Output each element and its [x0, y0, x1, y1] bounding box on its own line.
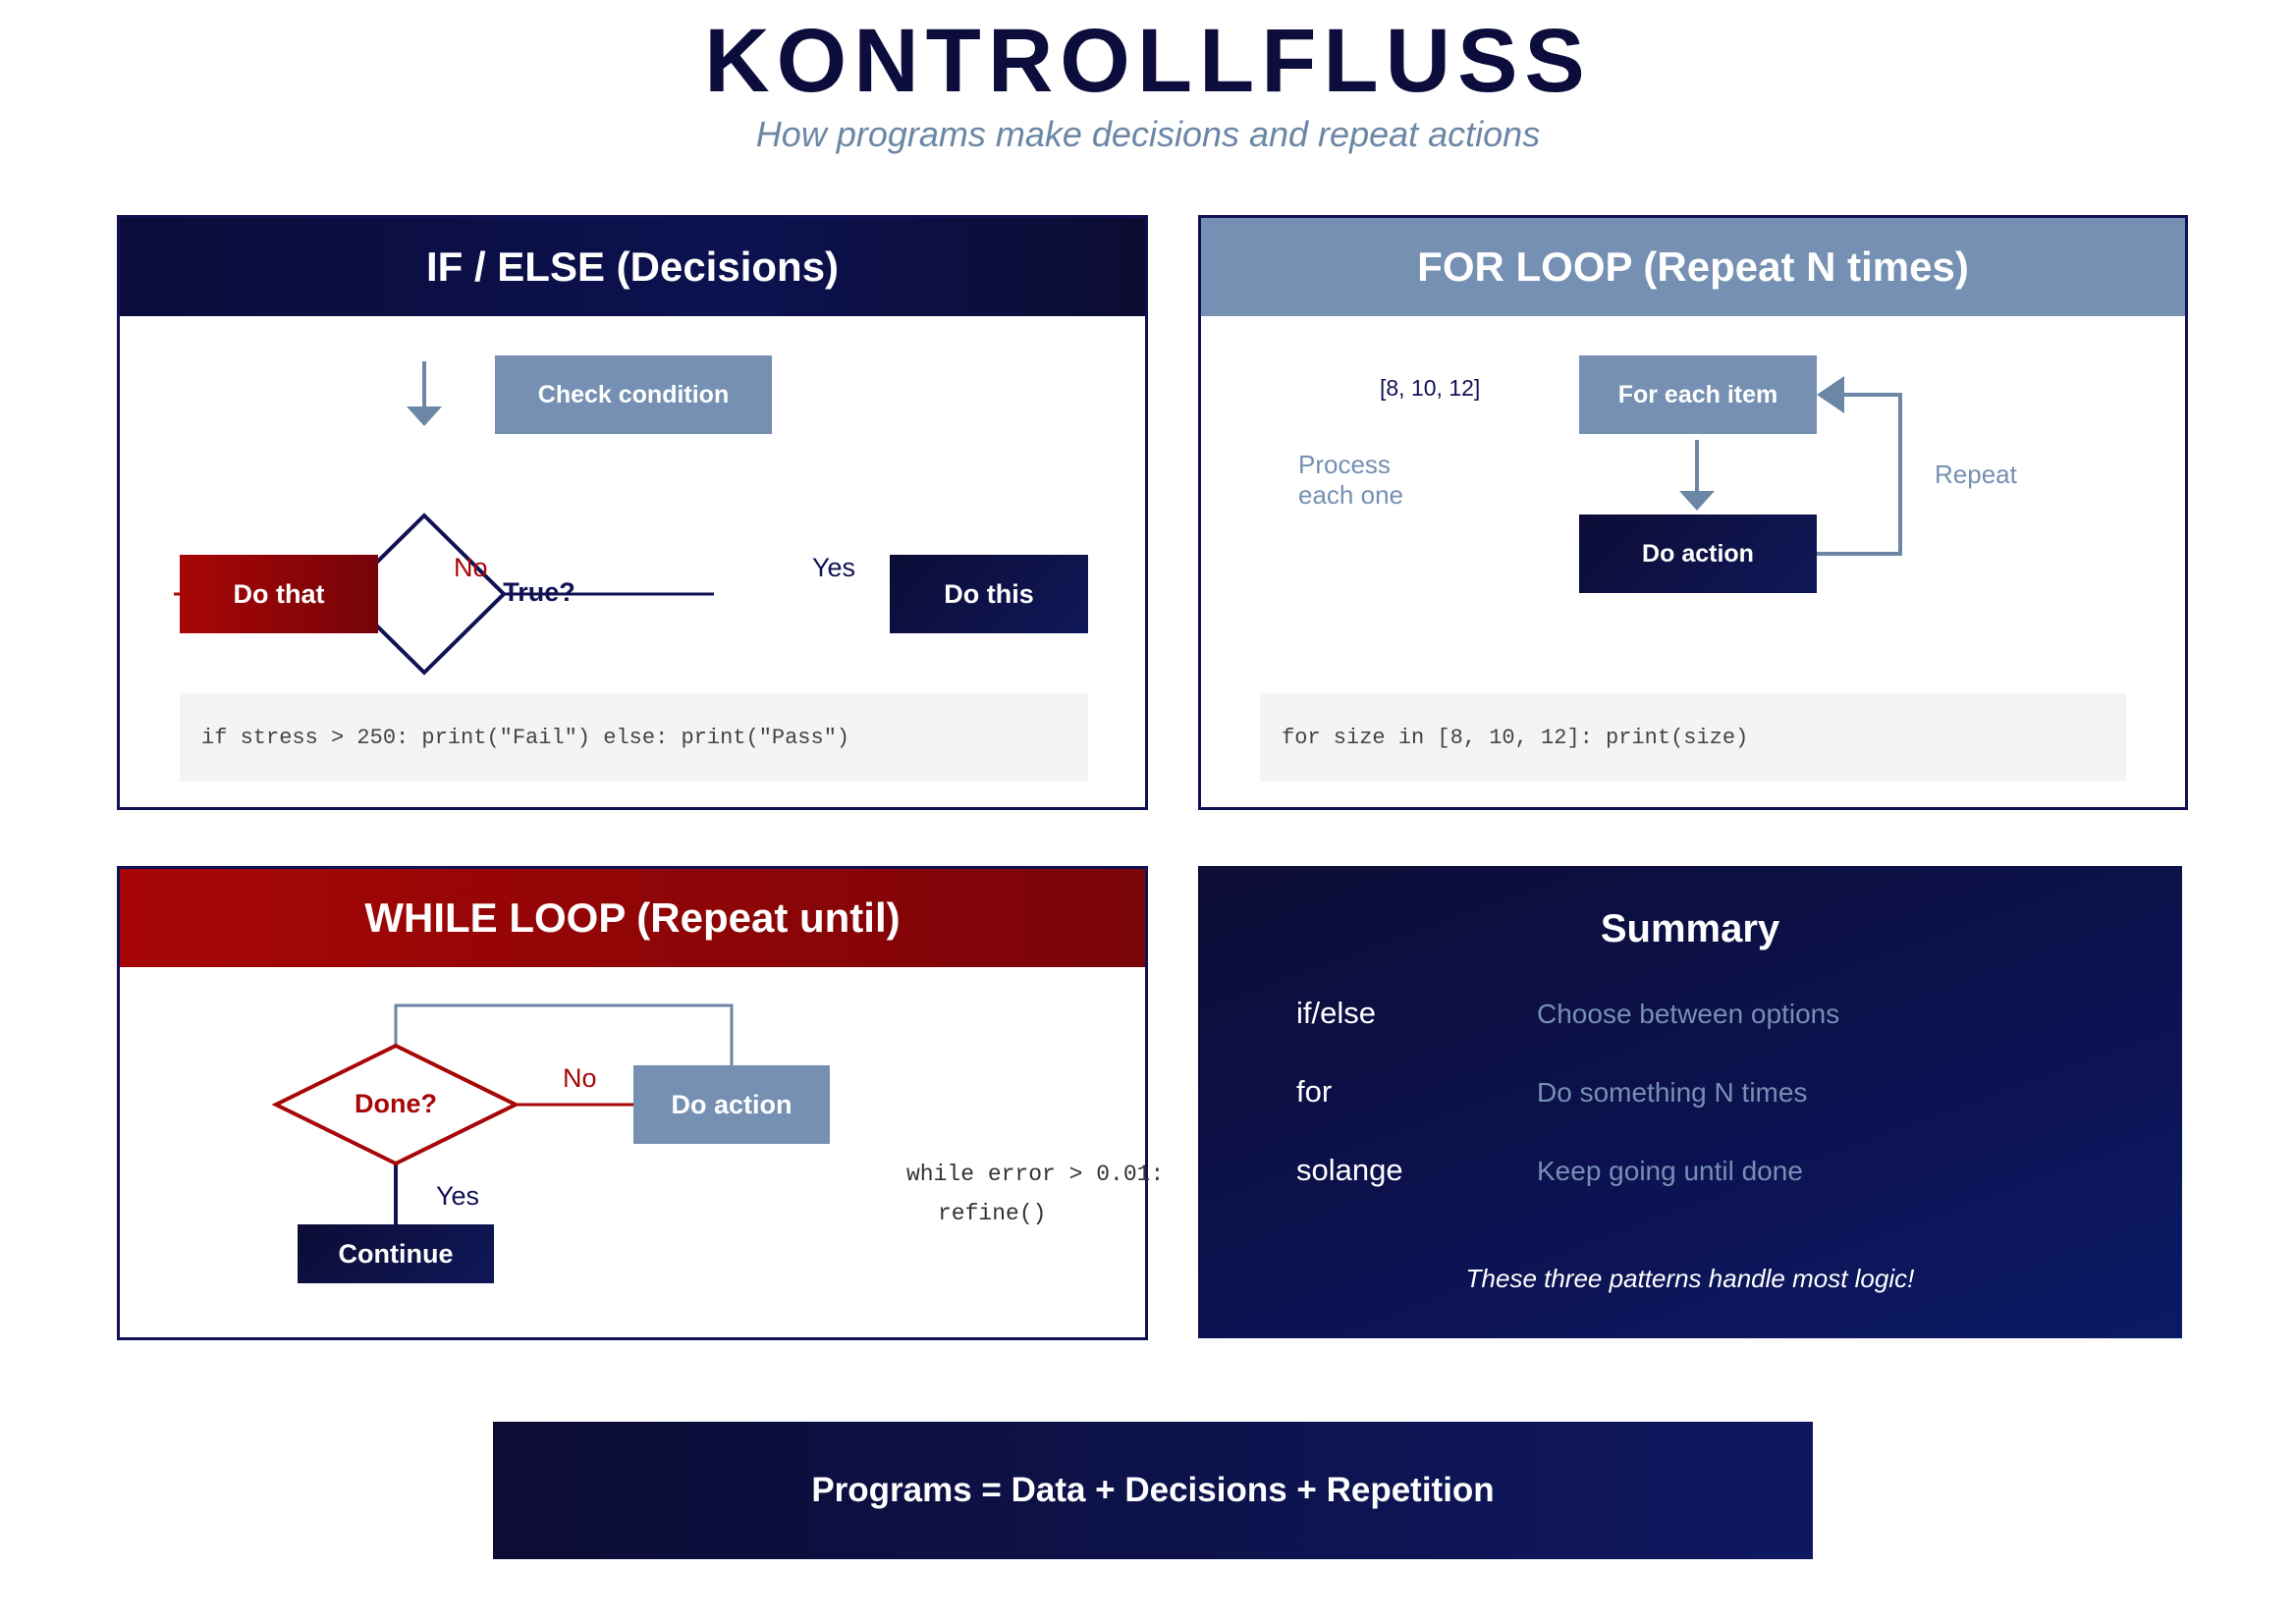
summary-panel: Summary if/else Choose between options f… [1198, 866, 2182, 1338]
for-each-item-box: For each item [1579, 355, 1817, 434]
summary-note: These three patterns handle most logic! [1465, 1264, 1915, 1293]
do-that-box: Do that [180, 555, 378, 633]
while-code-line2: refine() [938, 1201, 1047, 1226]
page-title: KONTROLLFLUSS [704, 11, 1592, 111]
do-this-box: Do this [890, 555, 1088, 633]
continue-box: Continue [298, 1224, 494, 1283]
if-no-label: No [454, 553, 488, 582]
summary-desc-solange: Keep going until done [1537, 1156, 1803, 1186]
if-else-panel: IF / ELSE (Decisions) Check condition Tr… [117, 215, 1148, 810]
for-repeat-label: Repeat [1935, 460, 2017, 489]
while-loop-flow-arrows [271, 1003, 734, 1226]
for-do-action-box: Do action [1579, 514, 1817, 593]
while-yes-label: Yes [436, 1181, 480, 1211]
if-yes-label: Yes [812, 553, 856, 582]
done-decision-diamond [271, 1043, 520, 1166]
for-process-label-line1: Process [1298, 450, 1391, 479]
summary-desc-if-else: Choose between options [1537, 999, 1840, 1029]
summary-keyword-solange: solange [1296, 1153, 1403, 1187]
summary-title: Summary [1600, 907, 1780, 950]
for-loop-header: FOR LOOP (Repeat N times) [1201, 218, 2185, 316]
for-process-label-line2: each one [1298, 480, 1403, 510]
while-no-label: No [563, 1063, 597, 1093]
true-decision-label: True? [503, 577, 575, 607]
for-list-label: [8, 10, 12] [1380, 375, 1481, 401]
if-else-code: if stress > 250: print("Fail") else: pri… [180, 693, 1088, 782]
if-else-header: IF / ELSE (Decisions) [120, 218, 1145, 316]
summary-keyword-if-else: if/else [1296, 996, 1376, 1030]
check-condition-box: Check condition [495, 355, 772, 434]
page-subtitle: How programs make decisions and repeat a… [755, 114, 1541, 154]
for-loop-flow-arrows [1679, 376, 1902, 556]
for-loop-code: for size in [8, 10, 12]: print(size) [1260, 693, 2126, 782]
while-loop-panel: WHILE LOOP (Repeat until) Done? No Yes D… [117, 866, 1148, 1340]
footer-banner: Programs = Data + Decisions + Repetition [493, 1422, 1813, 1559]
done-decision-label: Done? [355, 1089, 437, 1118]
for-loop-panel: FOR LOOP (Repeat N times) [8, 10, 12] Pr… [1198, 215, 2188, 810]
while-do-action-box: Do action [633, 1065, 830, 1144]
while-loop-header: WHILE LOOP (Repeat until) [120, 869, 1145, 967]
while-code-line1: while error > 0.01: [906, 1162, 1165, 1187]
summary-keyword-for: for [1296, 1074, 1333, 1109]
summary-desc-for: Do something N times [1537, 1077, 1808, 1108]
